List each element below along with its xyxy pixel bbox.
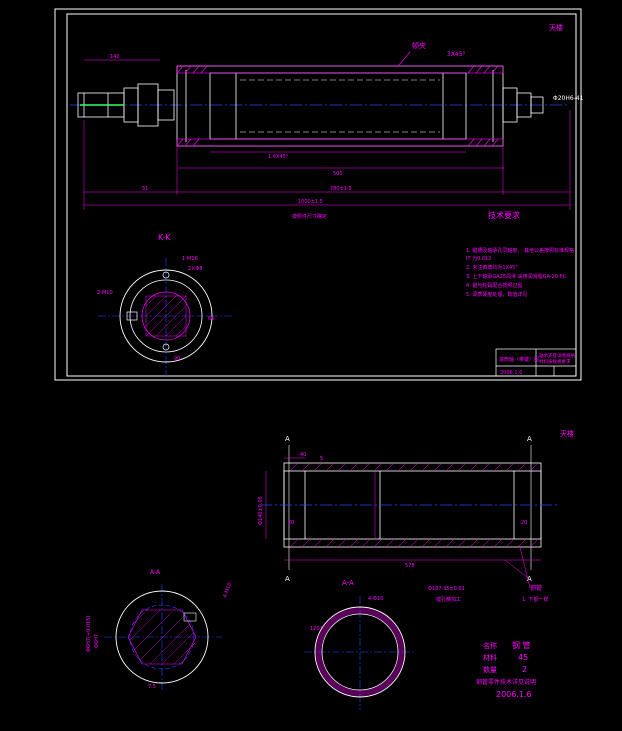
dim-chamfer: 1.6X45° bbox=[268, 154, 289, 160]
section-dim-1: 1-M16 bbox=[182, 256, 198, 262]
tech-title: 技术要求 bbox=[488, 210, 520, 220]
tech-note-3: 2. 未注倒角均为1X45° bbox=[466, 264, 518, 271]
dim-780: 780±1.5 bbox=[330, 186, 352, 192]
pipe-dim-40: 40 bbox=[300, 452, 306, 458]
pipe-dim-length: 578 bbox=[405, 563, 415, 569]
sheet-1-inner-border bbox=[66, 13, 577, 377]
section-mark-bottom-left: A bbox=[285, 575, 290, 583]
sheet-2-corner-mark: 天楼 bbox=[560, 429, 574, 438]
title-block-right-bottom: 材料按规格要求 bbox=[539, 358, 571, 365]
section-aa-left bbox=[104, 584, 222, 690]
sheet-1: 天楼 bbox=[54, 8, 584, 381]
aa-dim-3: 4-M10 bbox=[222, 582, 233, 599]
title-block-left: 滚筒轴（带键）图 bbox=[499, 356, 539, 363]
footnote: 按照件尺寸确定 bbox=[292, 213, 327, 220]
info-date: 2006.1.6 bbox=[496, 690, 532, 699]
aa-left-label: A-A bbox=[150, 569, 161, 576]
bore-note: 镗孔精加工 bbox=[436, 596, 461, 603]
sheet-1-outer-border bbox=[54, 8, 582, 381]
callout-bottom: 1. 下部一样 bbox=[522, 596, 548, 603]
info-quantity-label: 数量 bbox=[483, 665, 497, 674]
aa-right-label: A-A bbox=[342, 579, 354, 587]
tech-note-6: 5. 调质硬度处理，数值详见 bbox=[466, 291, 527, 298]
aa-dim-1: Φ6H7(+0.015) bbox=[86, 615, 92, 652]
leader-line bbox=[397, 51, 411, 67]
left-dim-top: 140 bbox=[110, 54, 120, 60]
section-dim-3: 2×Φ8 bbox=[188, 266, 203, 272]
chamfer-note: 3X45° bbox=[447, 51, 466, 58]
title-block bbox=[495, 348, 577, 377]
leader-label: 顿夹 bbox=[412, 41, 426, 50]
dimension-lines bbox=[83, 110, 571, 210]
pipe-dim-5: 5 bbox=[320, 456, 323, 462]
title-block-date: 2006.1.6 bbox=[500, 370, 522, 376]
right-shaft-code: Φ20H6-41 bbox=[553, 95, 584, 102]
info-note: 钢管零件技术详见说明 bbox=[476, 678, 536, 686]
tech-note-2: IT 为0.012 bbox=[466, 255, 491, 262]
section-kk bbox=[98, 258, 232, 376]
aa-dim-4: 7.5 bbox=[148, 684, 156, 690]
section-dim-4: 66 bbox=[208, 316, 214, 322]
dim-51: 51 bbox=[142, 186, 148, 192]
tech-note-5: 4. 键与轮毂配合按照过盈 bbox=[466, 282, 522, 289]
aa-dim-angle: 120° bbox=[310, 626, 323, 632]
tech-note-4: 3. 上下轴承GA25润滑 采用润滑脂GA-20-FC. bbox=[466, 273, 568, 280]
pipe-dim-20-left: 20 bbox=[288, 520, 294, 526]
info-material-value: 45 bbox=[518, 653, 528, 662]
info-name-label: 名称 bbox=[483, 641, 497, 650]
pipe-hatch bbox=[289, 462, 539, 548]
right-shaft-end bbox=[502, 87, 544, 123]
tech-notes: 1. 键槽及轴承孔同轴度， 其他公差按照标准规格 IT 为0.012 2. 未注… bbox=[466, 247, 574, 298]
pipe-dim-diameter: Φ140±0.05 bbox=[258, 496, 264, 525]
info-name-value: 钢 管 bbox=[512, 640, 531, 650]
section-aa-right bbox=[304, 596, 416, 710]
drum-hatch bbox=[176, 65, 504, 147]
dim-500: 500 bbox=[333, 171, 343, 177]
dim-1000: 1000±1.5 bbox=[298, 199, 323, 205]
pipe-dim-bore: Φ187.35±0.01 bbox=[428, 586, 465, 592]
aa-dim-holes: 4-Φ10 bbox=[368, 596, 383, 602]
section-title: K-K bbox=[158, 233, 171, 242]
aa-dim-2: Φ6H7 bbox=[94, 634, 100, 648]
section-mark-bottom-right: A bbox=[527, 575, 532, 583]
section-mark-top-right: A bbox=[527, 435, 532, 443]
title-block-right-top: 轴承支座详图规格 bbox=[539, 352, 575, 359]
sheet-2: 天楼 A A A A bbox=[86, 429, 574, 710]
info-quantity-value: 2 bbox=[522, 665, 527, 674]
pipe-dim-20-right: 20 bbox=[521, 520, 527, 526]
sheet-1-corner-mark: 天楼 bbox=[549, 23, 563, 32]
section-dim-2: 2-M10 bbox=[97, 290, 113, 296]
section-dim-5: 90 bbox=[174, 356, 180, 362]
tech-note-1: 1. 键槽及轴承孔同轴度， 其他公差按照标准规格 bbox=[466, 247, 574, 254]
info-material-label: 材料 bbox=[483, 653, 497, 662]
section-mark-top-left: A bbox=[285, 435, 290, 443]
callout-pipe: 钢管 bbox=[530, 584, 542, 592]
info-block: 名称 钢 管 材料 45 数量 2 钢管零件技术详见说明 2006.1.6 bbox=[476, 640, 536, 699]
pipe-dimension-lines bbox=[265, 457, 541, 589]
